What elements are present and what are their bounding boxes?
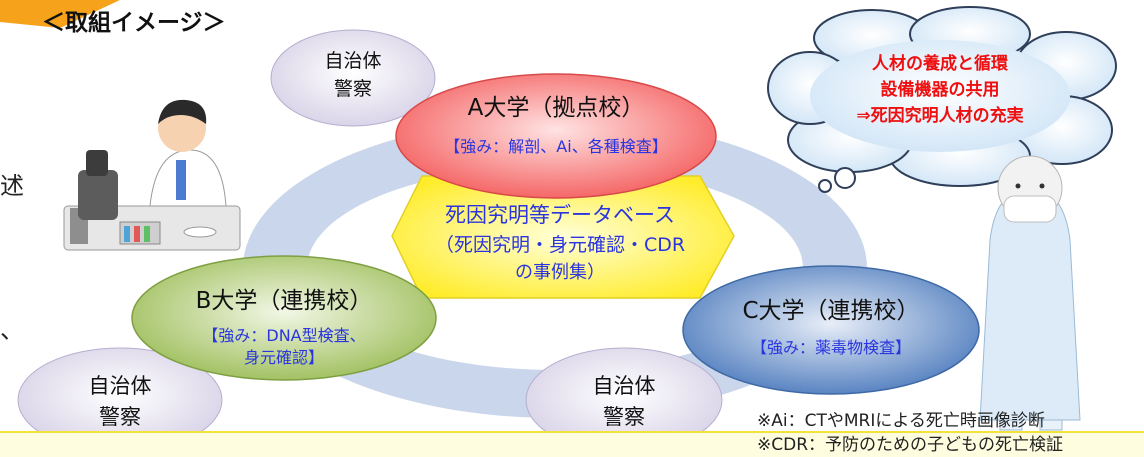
thought-bubble-cloud xyxy=(767,6,1117,187)
researcher-illustration xyxy=(63,99,241,251)
clipped-edge-char-1: 述 xyxy=(0,172,24,200)
database-detail-line2: の事例集） xyxy=(515,262,605,283)
local-group-top-ellipse xyxy=(270,29,436,127)
local-group-top-line2: 警察 xyxy=(333,78,372,100)
thought-bubble-line2: 設備機器の共用 xyxy=(880,80,1000,100)
partner-b-name: B大学（連携校） xyxy=(195,288,373,314)
local-group-bottom-line1: 自治体 xyxy=(592,374,656,398)
page-title: ＜取組イメージ＞ xyxy=(42,10,226,36)
thought-bubble-line3: ⇒死因究明人材の充実 xyxy=(856,106,1024,126)
hub-university-ellipse xyxy=(395,73,717,199)
local-group-left-line2: 警察 xyxy=(99,405,141,429)
bottom-highlight-bar xyxy=(0,432,1144,457)
thought-bubble-dot-large xyxy=(834,167,856,189)
clipped-edge-char-2: 、 xyxy=(0,316,24,344)
note-cdr: ※CDR：予防のための子どもの死亡検証 xyxy=(757,435,1064,455)
thought-bubble-line1: 人材の養成と循環 xyxy=(872,54,1008,74)
note-ai: ※Ai：CTやMRIによる死亡時画像診断 xyxy=(757,411,1045,431)
partner-c-ellipse xyxy=(682,265,980,395)
corner-accent xyxy=(0,0,120,28)
local-group-top-line1: 自治体 xyxy=(324,50,382,72)
database-detail-line1: （死因究明・身元確認・CDR xyxy=(434,234,686,256)
partner-b-strength-line1: 【強み：DNA型検査、 xyxy=(202,326,366,345)
partner-c-strength: 【強み：薬毒物検査】 xyxy=(750,338,911,357)
database-title: 死因究明等データベース xyxy=(445,203,675,227)
hub-university-strength: 【強み：解剖、Ai、各種検査】 xyxy=(444,137,668,156)
local-group-left-line1: 自治体 xyxy=(88,374,152,398)
protected-doctor-illustration xyxy=(979,155,1081,431)
database-hexagon xyxy=(391,175,735,299)
partner-c-name: C大学（連携校） xyxy=(742,298,920,324)
thought-bubble-dot-small xyxy=(818,179,832,193)
partner-b-ellipse xyxy=(131,255,437,381)
partner-b-strength-line2: 身元確認】 xyxy=(243,348,324,367)
local-group-bottom-line2: 警察 xyxy=(603,405,645,429)
hub-university-name: A大学（拠点校） xyxy=(467,95,645,121)
